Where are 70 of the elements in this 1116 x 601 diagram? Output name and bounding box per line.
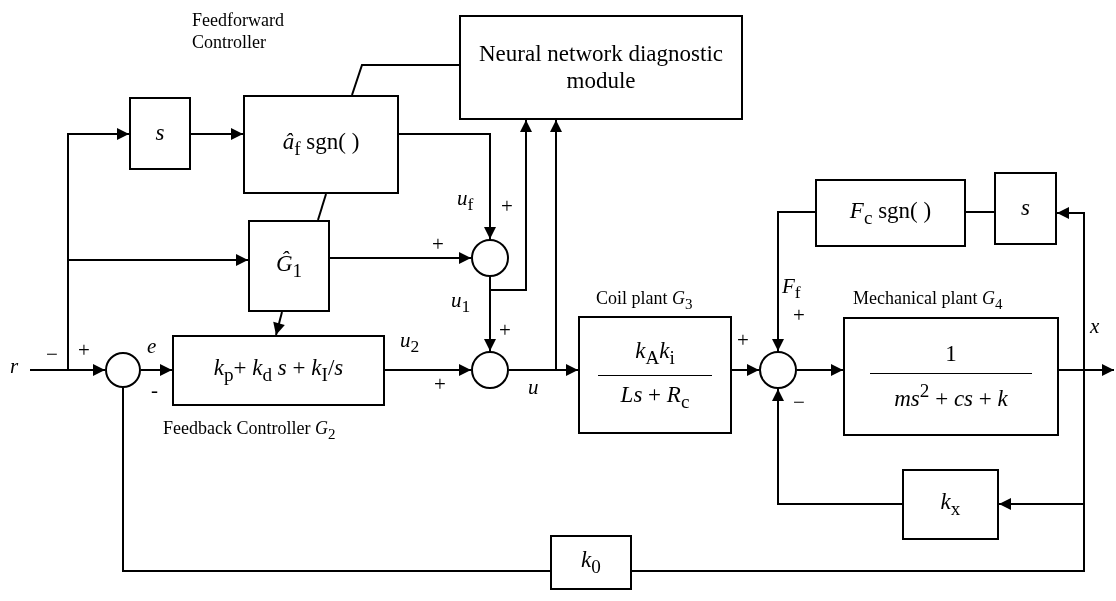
block-label: s	[155, 120, 165, 147]
signal-arrow	[29, 364, 106, 376]
signal-arrow	[190, 128, 244, 140]
block-label: k$_{0}$	[581, 547, 601, 578]
signal-label: x	[1090, 316, 1100, 337]
block	[550, 535, 632, 590]
block-label: s	[1021, 195, 1030, 222]
numerator: 1	[945, 340, 957, 368]
signal-label: +	[434, 374, 446, 395]
block-label: k$_{x}$	[940, 489, 961, 520]
transfer-function-block	[578, 316, 732, 434]
numerator: k$_{A}$k$_{i}$	[635, 337, 675, 369]
signal-arrow	[508, 119, 562, 371]
signal-arrow	[384, 364, 472, 376]
block-caption: Feedback Controller G$_{2}$	[163, 418, 336, 443]
denominator: Ls + R$_{c}$	[620, 381, 690, 413]
signal-label: −	[793, 392, 805, 413]
summing-junction	[471, 351, 509, 389]
block-caption: Coil plant G$_{3}$	[596, 288, 693, 313]
signal-arrow	[273, 311, 285, 336]
connector-line	[317, 193, 327, 221]
signal-label: e	[147, 336, 157, 357]
block	[994, 172, 1057, 245]
summing-junction	[471, 239, 509, 277]
connector-line	[631, 369, 1085, 572]
signal-arrow	[398, 133, 496, 240]
block-label: Ĝ$_{1}$	[275, 250, 303, 282]
signal-arrow	[731, 364, 760, 376]
block	[172, 335, 385, 406]
signal-label: F$_{f}$	[782, 276, 801, 302]
denominator: ms$^{2}$ + cs + k	[894, 380, 1008, 413]
signal-label: +	[737, 330, 749, 351]
signal-arrow	[772, 211, 816, 352]
block	[243, 95, 399, 194]
block-label: â$_{f}$ sgn( )	[282, 129, 360, 160]
signal-label: +	[432, 234, 444, 255]
signal-arrow	[329, 252, 472, 264]
signal-label: u$_{1}$	[451, 290, 471, 316]
signal-label: -	[151, 380, 158, 401]
summing-junction	[759, 351, 797, 389]
block-caption: Feedforward Controller	[192, 10, 285, 54]
signal-label: +	[499, 320, 511, 341]
block-caption: Mechanical plant G$_{4}$	[853, 288, 1003, 313]
signal-arrow	[772, 388, 903, 505]
connector-line	[122, 387, 551, 572]
block-label: k$_{p}$+ k$_{d}$ s + k$_{I}$/s	[213, 355, 344, 386]
signal-arrow	[489, 119, 532, 291]
block	[815, 179, 966, 247]
block	[459, 15, 743, 120]
block	[902, 469, 999, 540]
block	[248, 220, 330, 312]
signal-arrow	[140, 364, 173, 376]
signal-arrow	[1056, 207, 1085, 371]
summing-junction	[105, 352, 141, 388]
signal-label: +	[793, 305, 805, 326]
block-label: F$_{c}$ sgn( )	[849, 197, 932, 229]
block	[129, 97, 191, 170]
signal-label: −	[46, 344, 58, 365]
signal-label: u$_{f}$	[457, 188, 474, 214]
signal-label: u	[528, 377, 539, 398]
signal-arrow	[796, 364, 844, 376]
signal-label: +	[78, 340, 90, 361]
block-label: Neural network diagnostic module	[478, 41, 724, 94]
signal-label: +	[501, 196, 513, 217]
connector-line	[965, 211, 995, 213]
signal-label: u$_{2}$	[400, 330, 420, 356]
signal-arrow	[67, 254, 249, 371]
signal-label: r	[10, 356, 19, 377]
connector-line	[351, 64, 460, 96]
transfer-function-block	[843, 317, 1059, 436]
